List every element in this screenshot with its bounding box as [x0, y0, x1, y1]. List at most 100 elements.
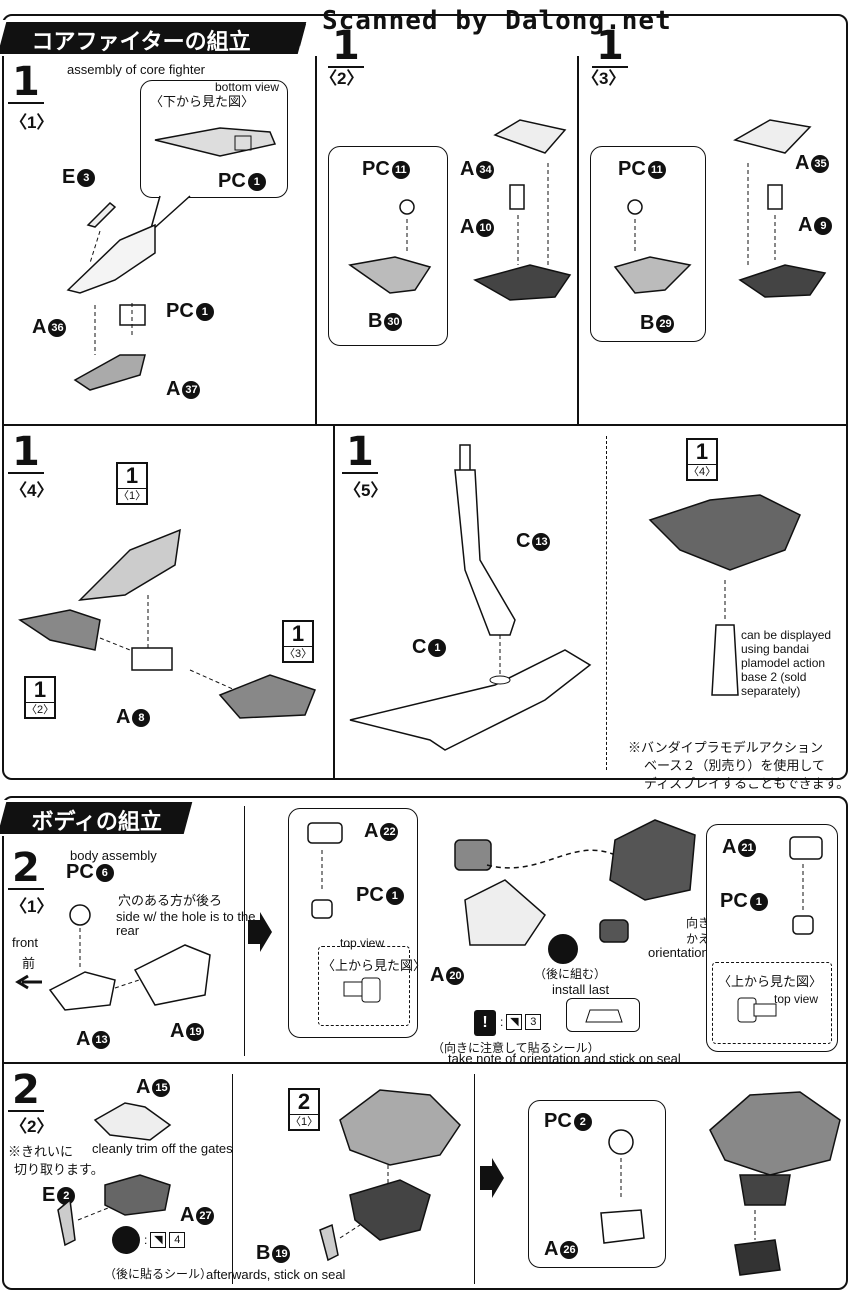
- step-number: 1: [342, 432, 378, 474]
- divider: [474, 1074, 475, 1284]
- substep-label: 〈1〉: [10, 113, 54, 132]
- trim-note-en: cleanly trim off the gates: [92, 1141, 233, 1156]
- install-last-jp: （後に組む）: [534, 967, 607, 981]
- hole-note-en: side w/ the hole is to the rear: [116, 909, 256, 938]
- seal-after-jp: （後に貼るシール）: [104, 1267, 213, 1281]
- divider: [4, 1062, 846, 1064]
- substep-label: 〈2〉: [320, 69, 364, 88]
- reference-box: 1〈3〉: [282, 620, 314, 663]
- front-label-jp: 前: [22, 956, 36, 971]
- body-final-drawing: [709, 1091, 841, 1276]
- next-arrow: [248, 912, 272, 952]
- part-A15-drawing: [93, 1102, 172, 1141]
- core-fighter-on-stand-drawing: [648, 494, 801, 696]
- step-number: 2: [8, 848, 44, 890]
- wing-left-drawing: [613, 199, 692, 294]
- seal-orient-jp: （向きに注意して貼るシール）: [432, 1041, 600, 1055]
- substep-label: 〈2〉: [10, 1117, 54, 1136]
- bottom-view-en: bottom view: [215, 80, 280, 94]
- core-fighter-joint-drawing: [18, 528, 316, 719]
- front-arrow: [15, 974, 42, 990]
- hole-note-jp: 穴のある方が後ろ: [118, 893, 223, 908]
- reference-box: 1〈4〉: [686, 438, 718, 481]
- seal-after-en: afterwards, stick on seal: [206, 1267, 346, 1282]
- substep-label: 〈1〉: [10, 897, 54, 916]
- trim-note-jp-1: ※きれいに: [8, 1144, 74, 1159]
- top-view-drawing: [737, 997, 777, 1023]
- detail-bubble: [528, 1100, 666, 1268]
- top-view-en: top view: [340, 936, 385, 950]
- step-number: 1: [328, 26, 364, 68]
- top-view-jp: 〈上から見た図〉: [322, 958, 427, 973]
- seal-orient-en: take note of orientation and stick on se…: [448, 1051, 681, 1066]
- install-last-icon: [112, 1226, 140, 1254]
- step-number: 1: [592, 26, 628, 68]
- body-chest-drawing: [319, 1089, 461, 1262]
- display-stand-drawing: [349, 444, 592, 751]
- substep-label: 〈3〉: [582, 69, 626, 88]
- joint-drawing: [307, 822, 343, 919]
- next-arrow: [480, 1158, 504, 1198]
- substep-label: 〈5〉: [344, 481, 388, 500]
- step-number: 2: [8, 1070, 44, 1112]
- divider: [606, 436, 607, 770]
- core-fighter-bottom-drawing: [154, 127, 277, 157]
- caution-icon: !: [474, 1010, 496, 1036]
- divider: [232, 1074, 233, 1284]
- top-view-bubble: [712, 962, 832, 1044]
- watermark: Scanned by Dalong.net: [322, 6, 672, 36]
- seal-shape: [585, 1009, 623, 1023]
- section1-frame: [2, 14, 848, 780]
- subtitle-en: assembly of core fighter: [67, 62, 206, 77]
- wing-right-drawing: [473, 119, 572, 301]
- top-view-drawing: [343, 977, 381, 1003]
- substep-label: 〈4〉: [10, 481, 54, 500]
- front-label-en: front: [12, 935, 39, 950]
- install-last-icon: [548, 934, 578, 964]
- bottom-view-jp: 〈下から見た図〉: [150, 94, 255, 109]
- wing-left-drawing: [348, 199, 432, 294]
- display-note-jp-1: ※バンダイプラモデルアクション: [628, 740, 824, 755]
- section2-title: ボディの組立: [0, 802, 193, 834]
- core-fighter-parts-drawing: [66, 201, 156, 391]
- display-note-jp-3: ディスプレイすることもできます。: [644, 776, 850, 791]
- reference-box: 1〈2〉: [24, 676, 56, 719]
- section1-title-front: コアファイターの組立: [0, 22, 307, 54]
- display-note-en: can be displayed using bandai plamodel a…: [741, 628, 832, 698]
- top-view-en: top view: [774, 992, 819, 1006]
- reference-box: 1〈1〉: [116, 462, 148, 505]
- seal-icon: :◥4: [144, 1232, 186, 1248]
- display-note-jp-2: ベース２（別売り）を使用して: [644, 758, 825, 773]
- divider: [333, 424, 335, 778]
- divider: [577, 56, 579, 424]
- step-number: 1: [8, 432, 44, 474]
- body-assembly-drawing: [454, 819, 696, 946]
